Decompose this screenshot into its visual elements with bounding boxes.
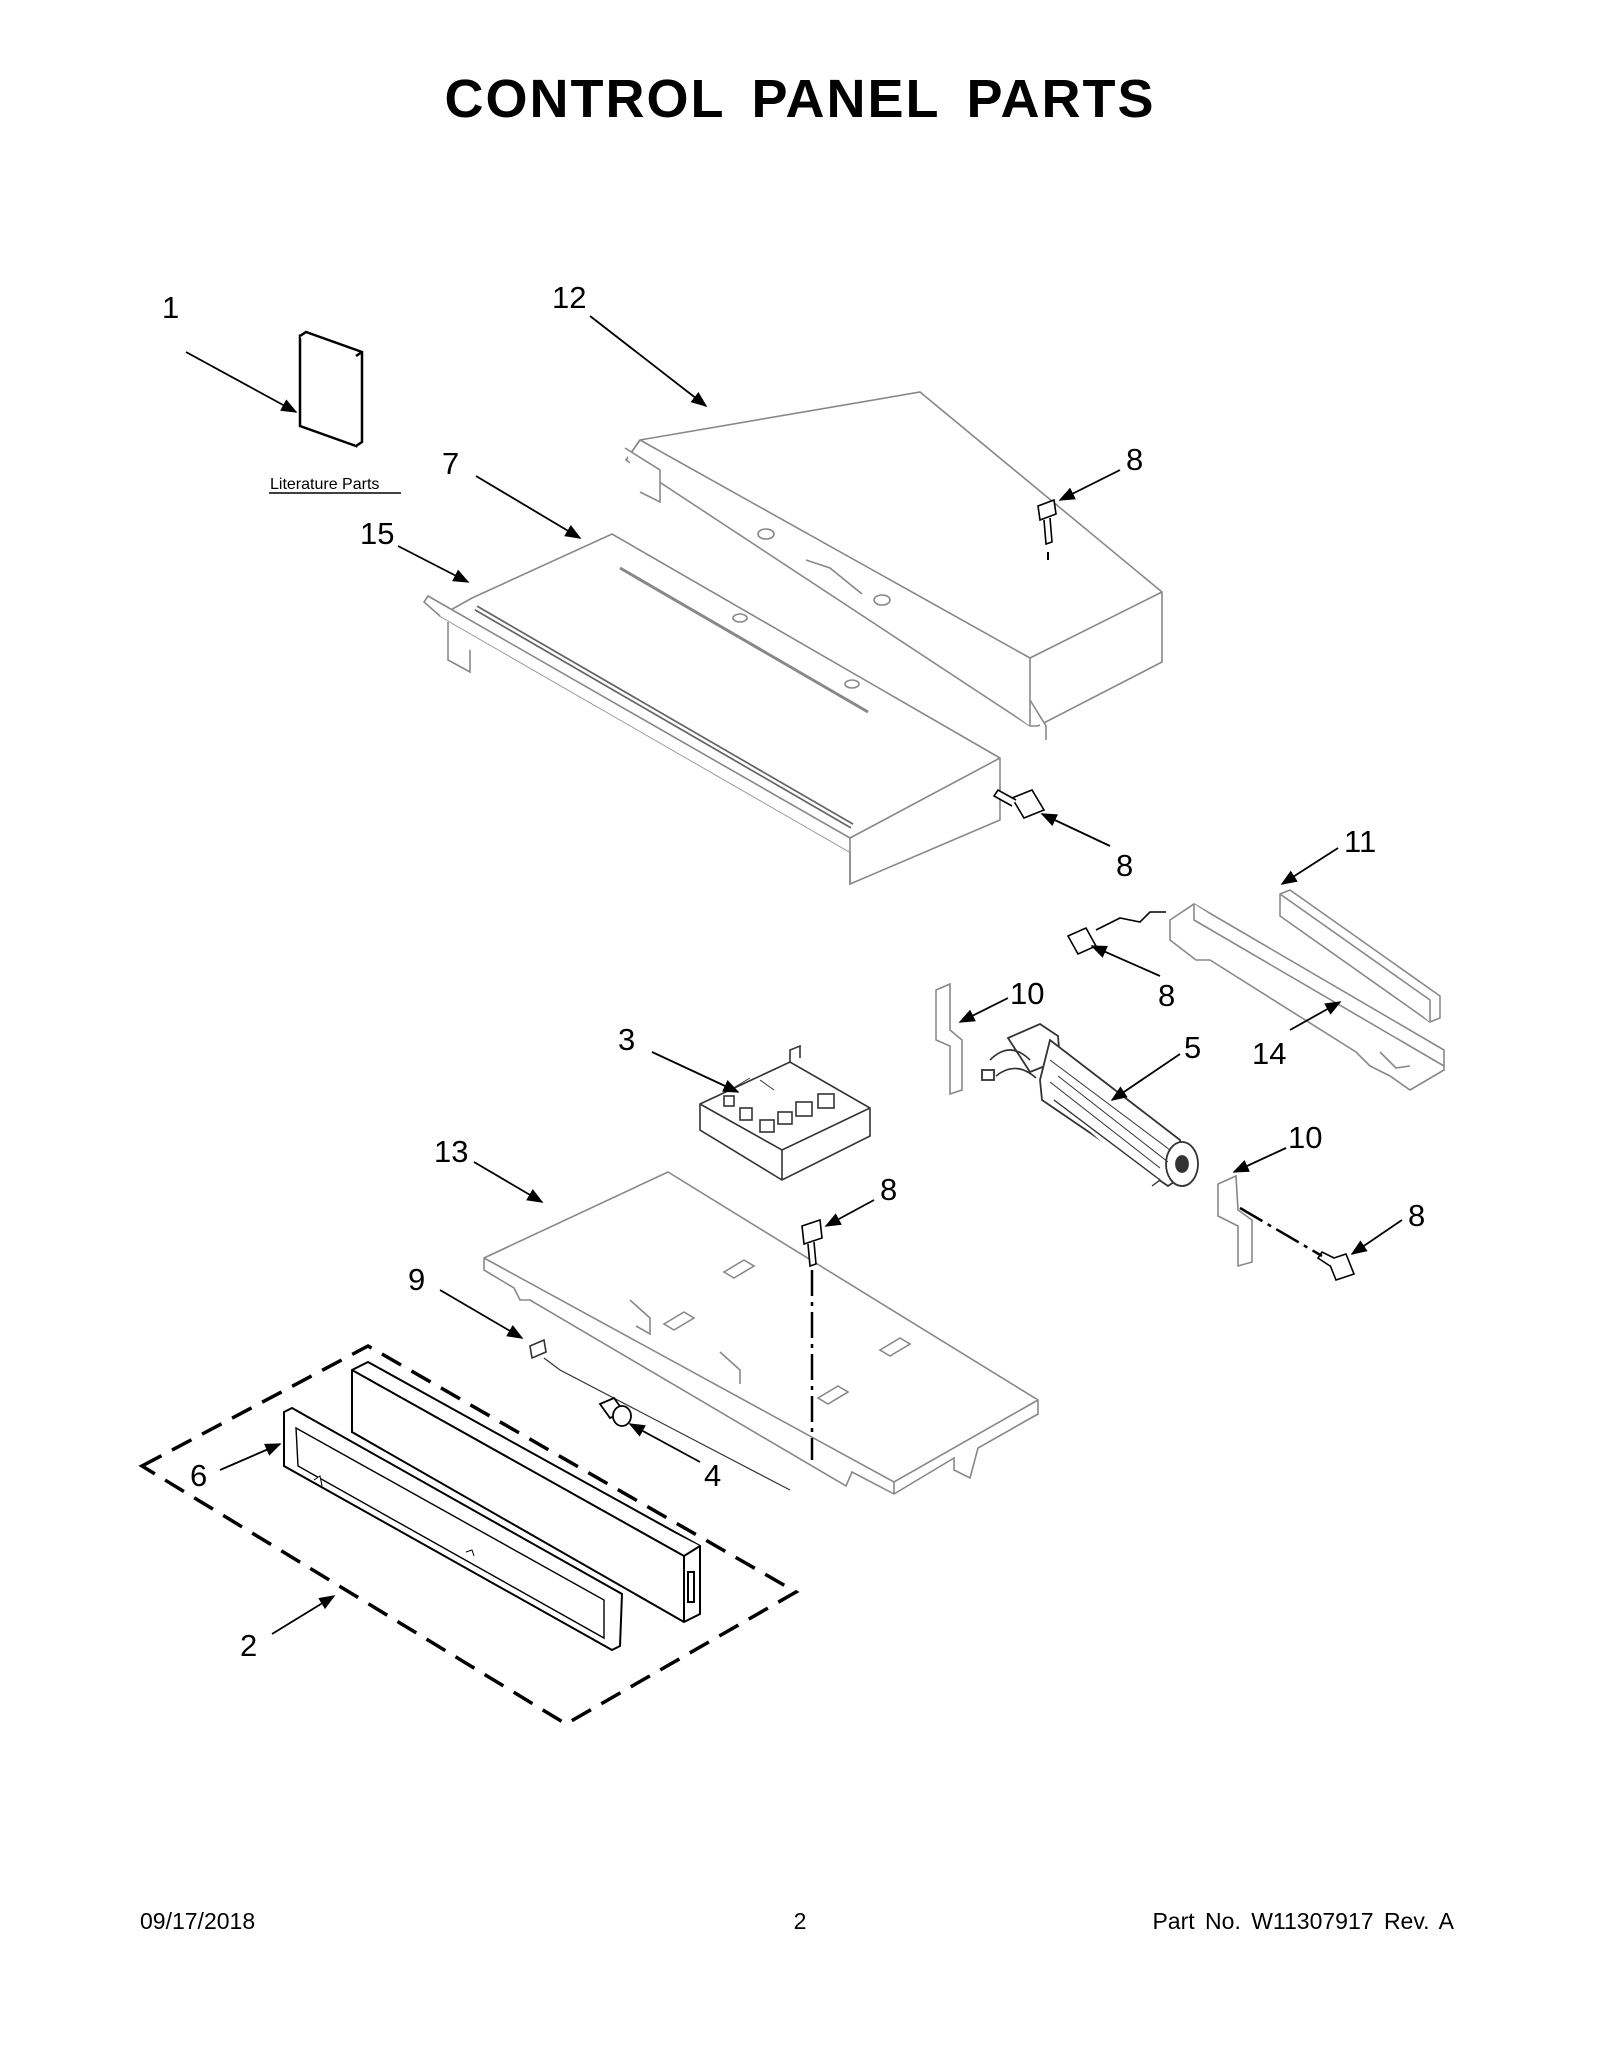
footer-date: 09/17/2018: [140, 1908, 256, 1934]
footer-page-number: 2: [793, 1908, 807, 1934]
control-panel-glass: [351, 1360, 701, 1624]
front-trim-frame: [283, 1406, 624, 1652]
callout-14: 14: [1252, 1036, 1286, 1071]
screw-8-center: [801, 1218, 823, 1268]
callout-6: 6: [190, 1458, 207, 1493]
callout-8-right: 8: [1408, 1198, 1425, 1233]
callout-8-top: 8: [1126, 442, 1143, 477]
callout-10-lower: 10: [1288, 1120, 1322, 1155]
callout-8-tray: 8: [1116, 848, 1133, 883]
page-title: CONTROL PANEL PARTS: [444, 69, 1156, 129]
callout-11: 11: [1344, 824, 1376, 859]
sensor: [529, 1338, 791, 1491]
bracket-rail: [1169, 903, 1445, 1091]
small-bracket-lower: [1217, 1174, 1253, 1268]
callout-15: 15: [360, 516, 394, 551]
screw-8-top: [1037, 498, 1057, 560]
callout-8-center: 8: [880, 1172, 897, 1207]
callout-8-bracket: 8: [1158, 978, 1175, 1013]
literature-booklet: [298, 330, 364, 448]
assembly-2-outline: [138, 1344, 800, 1727]
screw-8-tray: [992, 788, 1046, 819]
callout-4: 4: [704, 1458, 721, 1493]
callout-5: 5: [1184, 1030, 1201, 1065]
small-bracket-upper: [935, 982, 963, 1096]
callout-9: 9: [408, 1262, 425, 1297]
control-panel-tray: [422, 533, 1001, 886]
long-bar: [1279, 889, 1441, 1023]
callout-2: 2: [240, 1628, 257, 1663]
callout-3: 3: [618, 1022, 635, 1057]
leader-arrows: [185, 315, 1403, 1635]
callout-13: 13: [434, 1134, 468, 1169]
callout-10-upper: 10: [1010, 976, 1044, 1011]
lower-control-panel: [483, 1171, 1039, 1495]
upper-cover-panel: [624, 391, 1163, 740]
screw-8-bracket: [1066, 911, 1166, 956]
blower-fan: [981, 1022, 1199, 1188]
callout-12: 12: [552, 280, 586, 315]
alignment-line-right: [1239, 1206, 1323, 1258]
screw-4: [598, 1396, 632, 1427]
screw-8-right: [1316, 1250, 1356, 1281]
literature-parts-label: Literature Parts: [270, 476, 379, 493]
callout-1: 1: [162, 290, 179, 325]
footer-part-number: Part No. W11307917 Rev. A: [1152, 1908, 1454, 1934]
control-board: [699, 1044, 871, 1181]
callout-7: 7: [442, 446, 459, 481]
